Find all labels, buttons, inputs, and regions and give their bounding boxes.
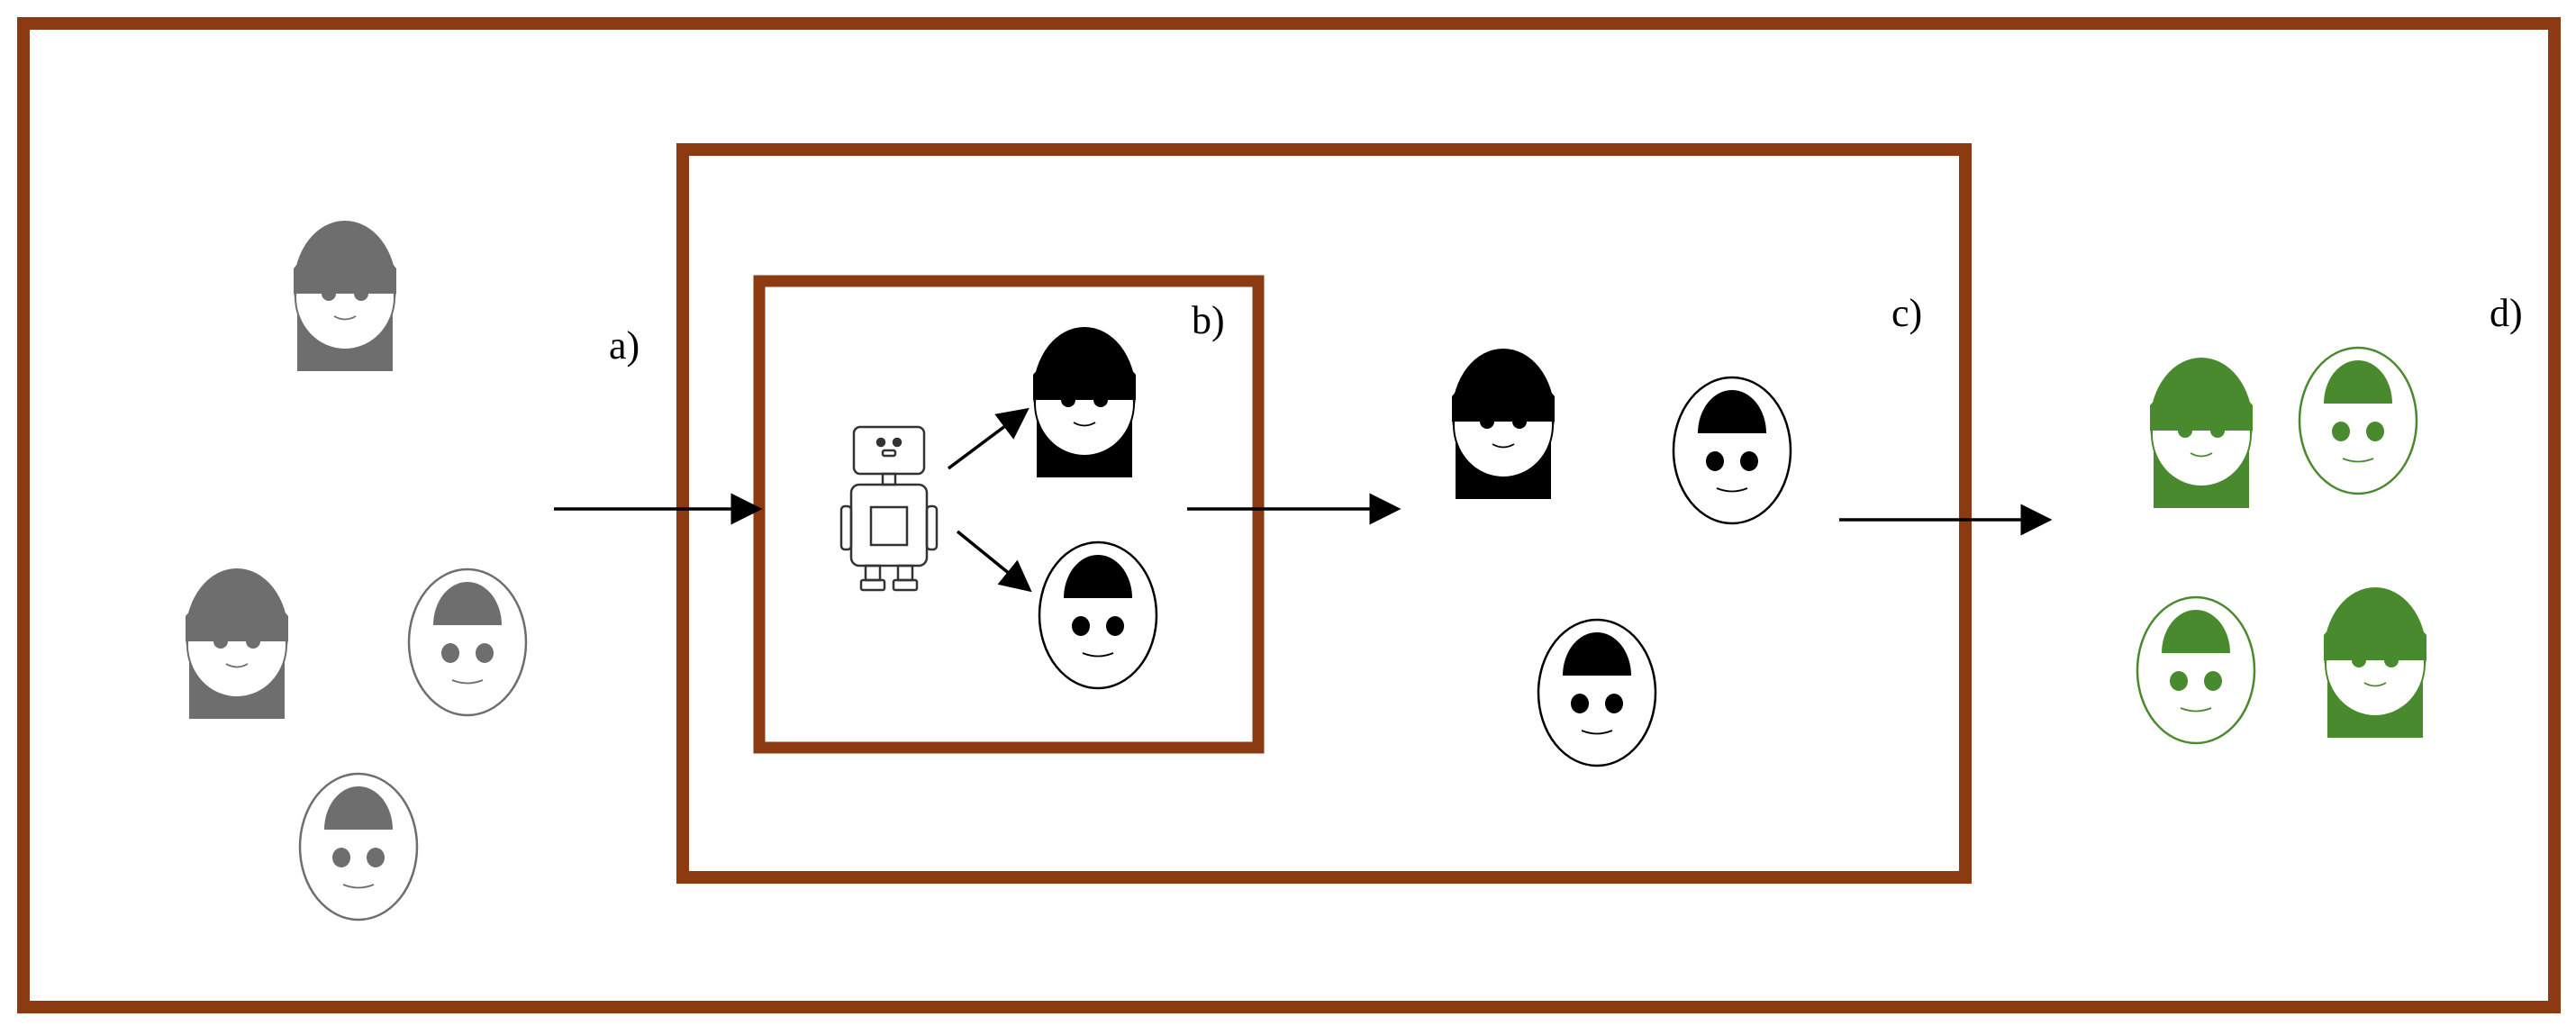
input-face-long-hair [186, 568, 288, 719]
output-face-short-hair [1537, 618, 1657, 767]
output-face-short-hair [1672, 376, 1792, 525]
input-face-short-hair [298, 772, 419, 922]
output-face-long-hair [1452, 349, 1555, 499]
result-face-long-hair [2324, 587, 2426, 738]
faces-layer [186, 221, 2426, 922]
label-b: b) [1192, 298, 1225, 342]
arrow-robot-to-short-hair [956, 530, 1032, 593]
result-face-short-hair [2136, 595, 2256, 745]
result-face-short-hair [2298, 346, 2418, 495]
input-face-long-hair [294, 221, 396, 371]
robot-icon [839, 425, 939, 592]
outer-frame [17, 17, 2561, 1013]
label-d: d) [2490, 291, 2523, 335]
label-c: c) [1891, 291, 1923, 335]
model-output-face-long-hair [1033, 327, 1136, 477]
inner-frame [753, 275, 1265, 754]
result-face-long-hair [2150, 358, 2253, 508]
model-output-face-short-hair [1038, 540, 1158, 690]
middle-frame [676, 143, 1972, 884]
input-face-short-hair [407, 567, 528, 717]
label-a: a) [609, 323, 640, 368]
arrow-robot-to-long-hair [947, 407, 1029, 470]
